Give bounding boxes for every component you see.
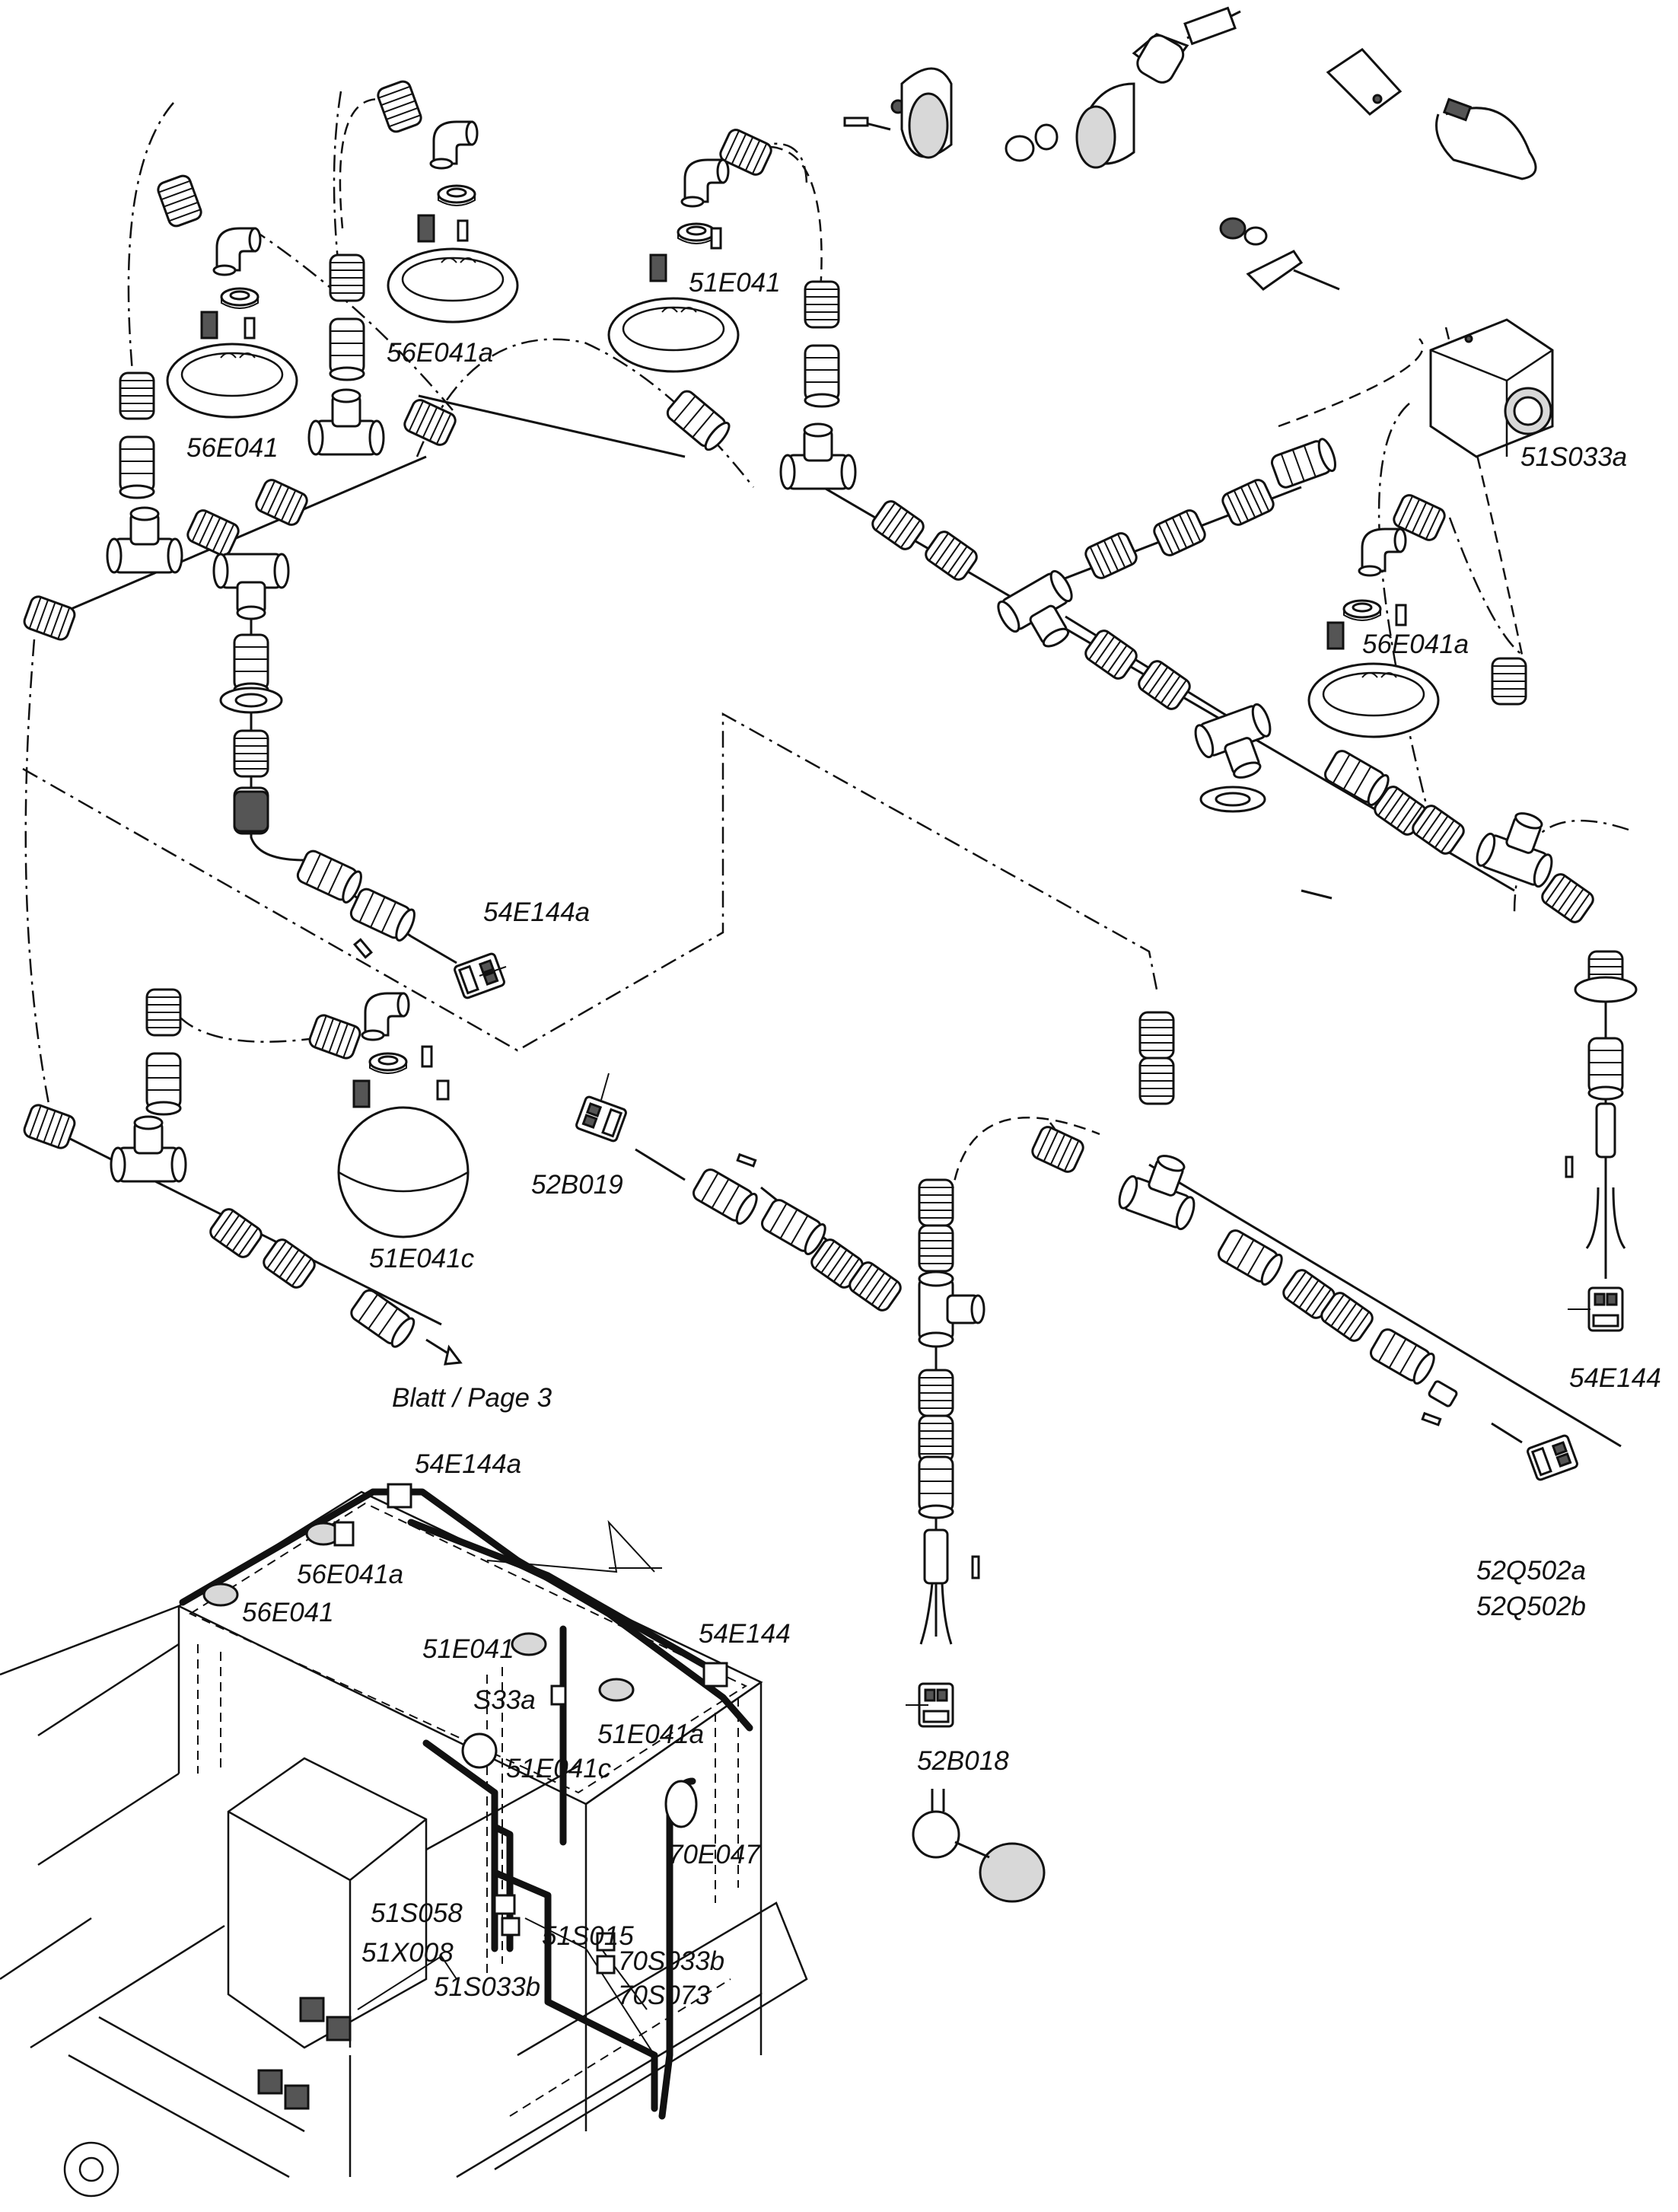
mounting-hardware — [843, 6, 1537, 291]
overview-label-S33a: S33a — [473, 1685, 536, 1715]
label-56E041a-top: 56E041a — [387, 338, 493, 368]
label-52B019: 52B019 — [531, 1170, 623, 1200]
lamp-56E041a-right-icon — [1307, 662, 1440, 738]
label-56E041-left: 56E041 — [186, 433, 279, 463]
lamp-56E041a-top-assembly — [307, 78, 519, 456]
overview-label-51S015: 51S015 — [542, 1921, 634, 1951]
center-tee-assembly — [993, 435, 1468, 858]
overview-label-51S033b: 51S033b — [434, 1972, 540, 2002]
lamp-51E041c-assembly — [21, 988, 470, 1366]
overview-label-54E144a: 54E144a — [415, 1449, 521, 1479]
label-54E144a: 54E144a — [483, 897, 590, 927]
label-52B018: 52B018 — [917, 1746, 1009, 1776]
lamp-56E041-assembly — [21, 172, 310, 643]
overview-label-70E047: 70E047 — [668, 1840, 761, 1869]
overview-label-70S033b: 70S033b — [618, 1946, 724, 1976]
sensor-52B018-branch — [912, 1178, 1046, 1903]
label-52Q502a: 52Q502a — [1476, 1556, 1586, 1586]
label-blatt-page-3: Blatt / Page 3 — [392, 1383, 552, 1413]
leader-lines — [479, 966, 1590, 1706]
machine-overview — [0, 1483, 808, 2198]
sensor-52B019-branch — [574, 1095, 985, 1348]
overview-label-51E041a: 51E041a — [597, 1720, 704, 1749]
lamp-51E041c-icon — [337, 1106, 470, 1238]
label-52Q502b: 52Q502b — [1476, 1592, 1586, 1621]
overview-labels: 54E144a 56E041a 56E041 51E041 54E144 S33… — [242, 1449, 791, 2010]
connector-52Q502-icon — [1525, 1433, 1580, 1482]
lamp-56E041-icon — [166, 343, 298, 419]
part-labels: 56E041 56E041a 51E041 51S033a 56E041a 54… — [186, 268, 1661, 1776]
connector-52B019-icon — [574, 1095, 629, 1143]
overview-label-54E144: 54E144 — [699, 1619, 791, 1649]
switch-box-51S033a — [1429, 318, 1554, 458]
label-54E144: 54E144 — [1569, 1363, 1661, 1393]
overview-label-56E041: 56E041 — [242, 1598, 334, 1627]
overview-label-51E041: 51E041 — [422, 1634, 514, 1664]
lamp-56E041a-icon — [387, 247, 519, 324]
label-51S033a: 51S033a — [1520, 442, 1627, 472]
lamp-51E041-icon — [607, 297, 740, 373]
overview-label-51S058: 51S058 — [371, 1898, 463, 1928]
overview-label-70S073: 70S073 — [618, 1981, 710, 2010]
label-51E041-top: 51E041 — [689, 268, 781, 298]
label-51E041c: 51E041c — [369, 1244, 475, 1273]
tee-54E144a-branch — [212, 553, 507, 1000]
connector-54E144-icon — [1587, 1286, 1624, 1332]
overview-label-51E041c: 51E041c — [506, 1754, 612, 1783]
overview-label-56E041a: 56E041a — [297, 1560, 403, 1589]
valve-52Q502-branch — [1029, 1011, 1580, 1482]
lamp-56E041a-right-assembly — [1307, 491, 1638, 1332]
label-56E041a-right: 56E041a — [1362, 629, 1469, 659]
lamp-51E041-assembly — [607, 126, 981, 584]
overview-label-51X008: 51X008 — [361, 1938, 454, 1968]
